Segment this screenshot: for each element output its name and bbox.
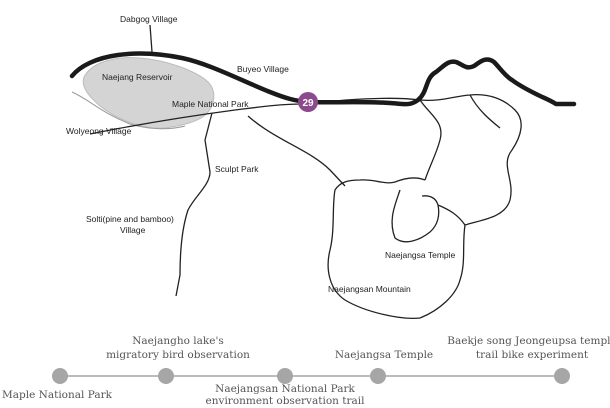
route-timeline: Maple National Park Naejangho lake's mig…: [2, 335, 610, 407]
label-buyeo-village: Buyeo Village: [237, 64, 289, 74]
naejang-reservoir-shape: [82, 57, 215, 129]
highway-29: [69, 51, 577, 107]
label-naejangsa-temple: Naejangsa Temple: [385, 250, 456, 260]
label-sculpt-park: Sculpt Park: [215, 164, 259, 174]
reservoir-edge-road: [71, 91, 186, 130]
trail-network: [89, 24, 522, 319]
label-maple-national-park: Maple National Park: [172, 99, 249, 109]
svg-text:29: 29: [302, 98, 314, 109]
timeline-label-3b: environment observation trail: [206, 395, 366, 407]
timeline-stop-4: [370, 368, 386, 384]
timeline-stop-2: [158, 368, 174, 384]
timeline-stop-1: [52, 368, 68, 384]
timeline-label-2b: migratory bird observation: [106, 349, 250, 361]
timeline-label-3a: Naejangsan National Park: [215, 383, 355, 395]
route-29-badge: 29: [298, 92, 318, 112]
label-solti-line1: Solti(pine and bamboo): [86, 214, 174, 224]
label-solti-line2: Village: [120, 225, 146, 235]
timeline-stop-5: [554, 368, 570, 384]
label-naejang-reservoir: Naejang Reservoir: [102, 72, 173, 82]
label-dabgog-village: Dabgog Village: [120, 14, 178, 24]
timeline-label-4: Naejangsa Temple: [335, 349, 433, 361]
timeline-label-5b: trail bike experiment: [476, 349, 589, 361]
label-wolyeong-village: Wolyeong Village: [66, 126, 132, 136]
timeline-label-2a: Naejangho lake's: [132, 335, 224, 347]
label-naejangsan-mountain: Naejangsan Mountain: [328, 284, 411, 294]
timeline-stop-3: [277, 368, 293, 384]
timeline-label-1: Maple National Park: [2, 389, 113, 401]
timeline-label-5a: Baekje song Jeongeupsa temple: [447, 335, 610, 347]
